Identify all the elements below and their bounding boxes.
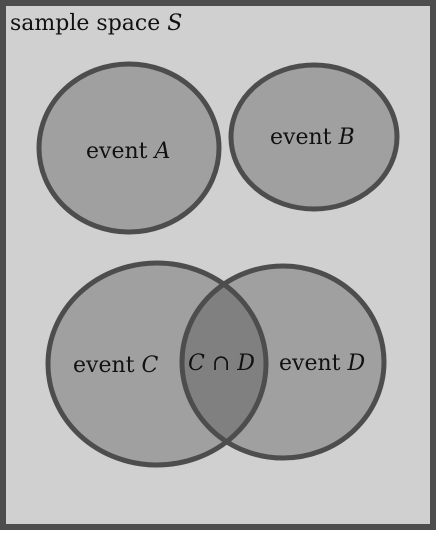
event-d-label: event D [279, 351, 365, 376]
event-a-ellipse [36, 61, 222, 235]
event-c-outline [45, 260, 269, 468]
event-c-label: event C [73, 353, 158, 378]
sample-space-label: sample space S [10, 11, 182, 36]
event-b-label: event B [270, 125, 355, 150]
event-b-ellipse [228, 62, 400, 212]
event-a-label: event A [86, 139, 170, 164]
intersection-c-d-region [182, 266, 266, 458]
intersection-label: C ∩ D [188, 351, 255, 376]
event-d-outline [179, 263, 387, 461]
